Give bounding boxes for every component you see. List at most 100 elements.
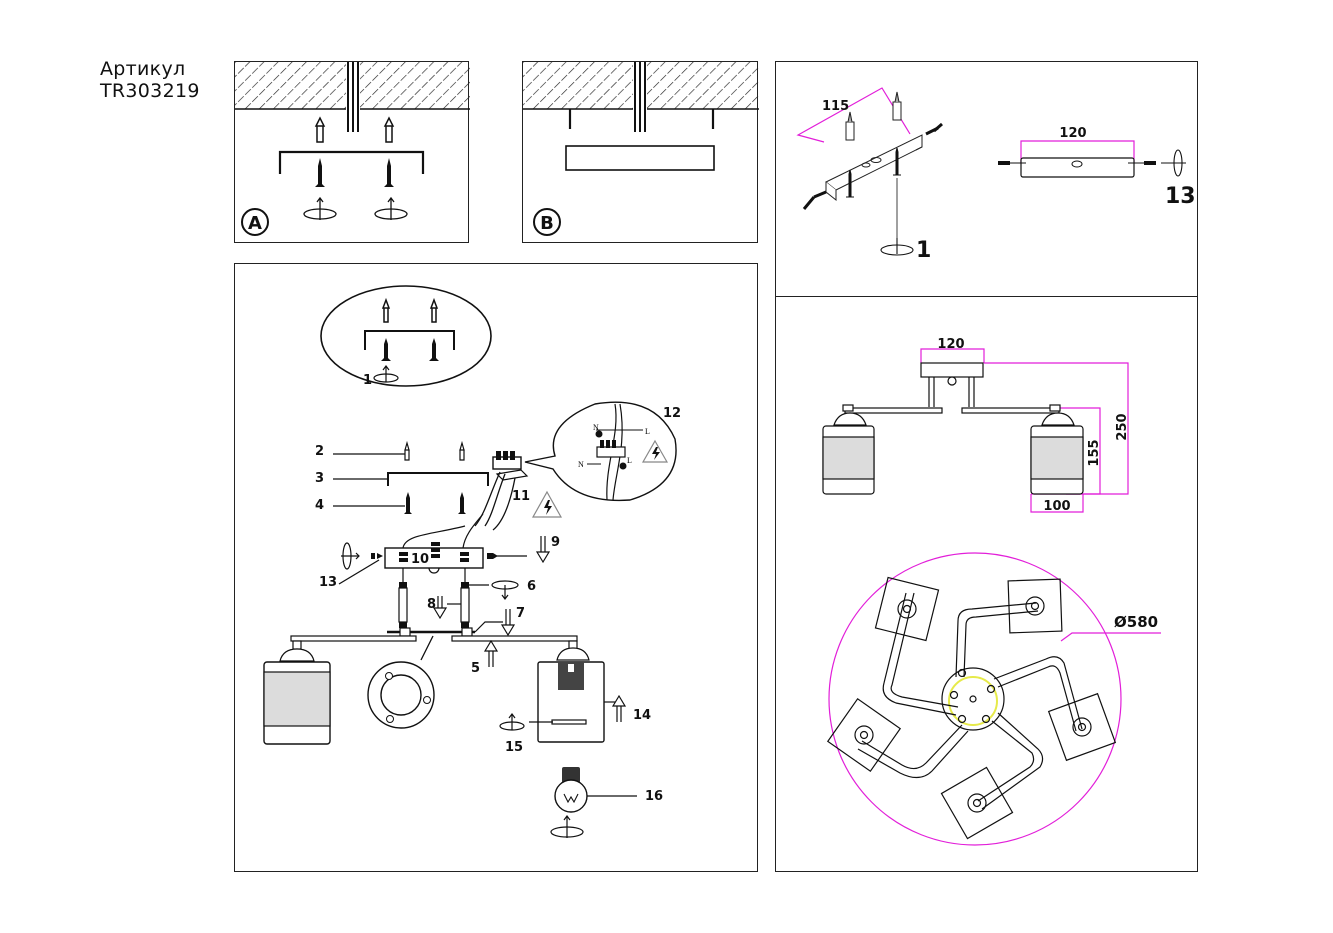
wires <box>402 513 484 549</box>
shade-width-dim: 100 <box>1043 499 1070 514</box>
callout-11: 11 <box>512 489 530 504</box>
callout-5: 5 <box>471 661 480 676</box>
up-arrow-icon <box>483 639 499 667</box>
total-height-dim: 250 <box>1115 413 1130 440</box>
callout-1: 1 <box>363 373 372 388</box>
arm-right <box>451 635 578 642</box>
callout-14: 14 <box>633 708 651 723</box>
wires <box>474 471 516 531</box>
callout-13: 13 <box>319 575 337 590</box>
panel-b-badge: B <box>540 213 554 234</box>
shade-ring <box>367 661 435 729</box>
neutral-label: N <box>578 460 584 469</box>
side-screw-icon <box>487 553 498 559</box>
screw-icon <box>404 492 412 514</box>
plate-dim: 120 <box>1059 126 1086 141</box>
canopy-width-dim: 120 <box>937 337 964 352</box>
dimension-line <box>1020 140 1135 163</box>
down-arrow-icon <box>432 596 448 620</box>
oval-bracket <box>364 330 455 350</box>
callout-12: 12 <box>663 406 681 421</box>
mounting-detail-drawing: 115 1 120 <box>796 87 1196 263</box>
live-label: L <box>627 456 632 465</box>
rotate-arrow-icon <box>499 713 525 731</box>
dowel-icon <box>404 440 410 461</box>
rotate-arrow-icon <box>303 196 408 220</box>
dowel-icon <box>845 91 902 141</box>
callout-3: 3 <box>315 471 324 486</box>
down-arrow-icon <box>500 609 516 637</box>
badge-circle <box>533 208 561 236</box>
rotate-arrow-icon <box>491 580 519 600</box>
callout-8: 8 <box>427 597 436 612</box>
canopy-plate <box>1020 157 1135 178</box>
neutral-label: N <box>593 423 599 432</box>
article-block: Артикул TR303219 <box>100 58 200 102</box>
screw-icon <box>458 492 466 514</box>
high-voltage-warning-icon <box>641 439 669 463</box>
panel-a-badge: A <box>248 213 262 234</box>
step-13-label: 13 <box>1165 184 1196 209</box>
callout-6: 6 <box>527 579 536 594</box>
dowel-icon <box>381 297 439 323</box>
dimensions-panel: 120 250 155 100 Ø580 <box>775 296 1198 872</box>
rotate-arrow-icon <box>550 815 584 838</box>
mounting-detail-panel: 115 1 120 <box>775 61 1198 298</box>
callout-7: 7 <box>516 606 525 621</box>
assembly-drawing: 1 2 3 4 11 12 <box>263 285 681 838</box>
article-code: TR303219 <box>100 80 200 102</box>
supply-cables <box>346 62 360 134</box>
wiring-detail <box>587 403 643 501</box>
canopy-plate <box>565 145 715 171</box>
bracket <box>387 472 489 486</box>
panel-b-drawing: B <box>523 62 759 236</box>
dimension-line <box>1060 632 1161 642</box>
down-arrow-icon <box>535 536 551 564</box>
detail-oval <box>320 285 492 387</box>
live-label: L <box>645 427 650 436</box>
step-1-label: 1 <box>916 238 931 263</box>
lamp-shade-right <box>537 640 605 743</box>
dowel-icon <box>314 116 395 143</box>
assembly-panel: 1 2 3 4 11 12 <box>234 263 758 872</box>
dimension-line <box>920 348 985 363</box>
terminal-block <box>492 451 529 481</box>
side-screw-icon <box>998 161 1156 165</box>
screw-icon <box>381 338 439 361</box>
dimensions-drawing: 120 250 155 100 Ø580 <box>822 337 1161 846</box>
ground-screw <box>428 567 440 574</box>
diameter-circle <box>828 552 1122 846</box>
screw-icon <box>315 158 394 187</box>
mounting-bracket <box>278 150 425 174</box>
panel-a-drawing: A <box>235 62 470 236</box>
callout-4: 4 <box>315 498 324 513</box>
up-arrow-icon <box>611 694 627 722</box>
article-label: Артикул <box>100 58 186 80</box>
high-voltage-warning-icon <box>531 490 563 518</box>
panel-a: A <box>234 61 470 243</box>
rotate-arrow-icon <box>341 542 360 570</box>
rotate-arrow-icon <box>373 365 399 383</box>
arm-left <box>290 635 417 642</box>
screw-icon <box>846 147 901 198</box>
callout-9: 9 <box>551 535 560 550</box>
dowel-icon <box>459 440 465 461</box>
center-hole <box>1071 160 1083 168</box>
fixture-side-view <box>822 362 1084 495</box>
rotate-arrow-icon <box>880 238 914 256</box>
shade-height-dim: 155 <box>1087 439 1102 466</box>
fixture-top-view <box>826 576 1117 840</box>
support-rod <box>398 568 470 628</box>
lamp-shade-left <box>263 640 331 745</box>
light-bulb-icon <box>554 767 588 813</box>
rotate-arrow-icon <box>1161 149 1186 177</box>
diameter-dim: Ø580 <box>1114 613 1158 631</box>
callout-16: 16 <box>645 789 663 804</box>
bracket-dim: 115 <box>822 99 849 114</box>
supply-cables <box>633 62 647 134</box>
side-screw-icon <box>371 553 383 559</box>
callout-10: 10 <box>411 552 429 567</box>
nut-icon <box>399 542 469 562</box>
callout-2: 2 <box>315 444 324 459</box>
callout-15: 15 <box>505 740 523 755</box>
